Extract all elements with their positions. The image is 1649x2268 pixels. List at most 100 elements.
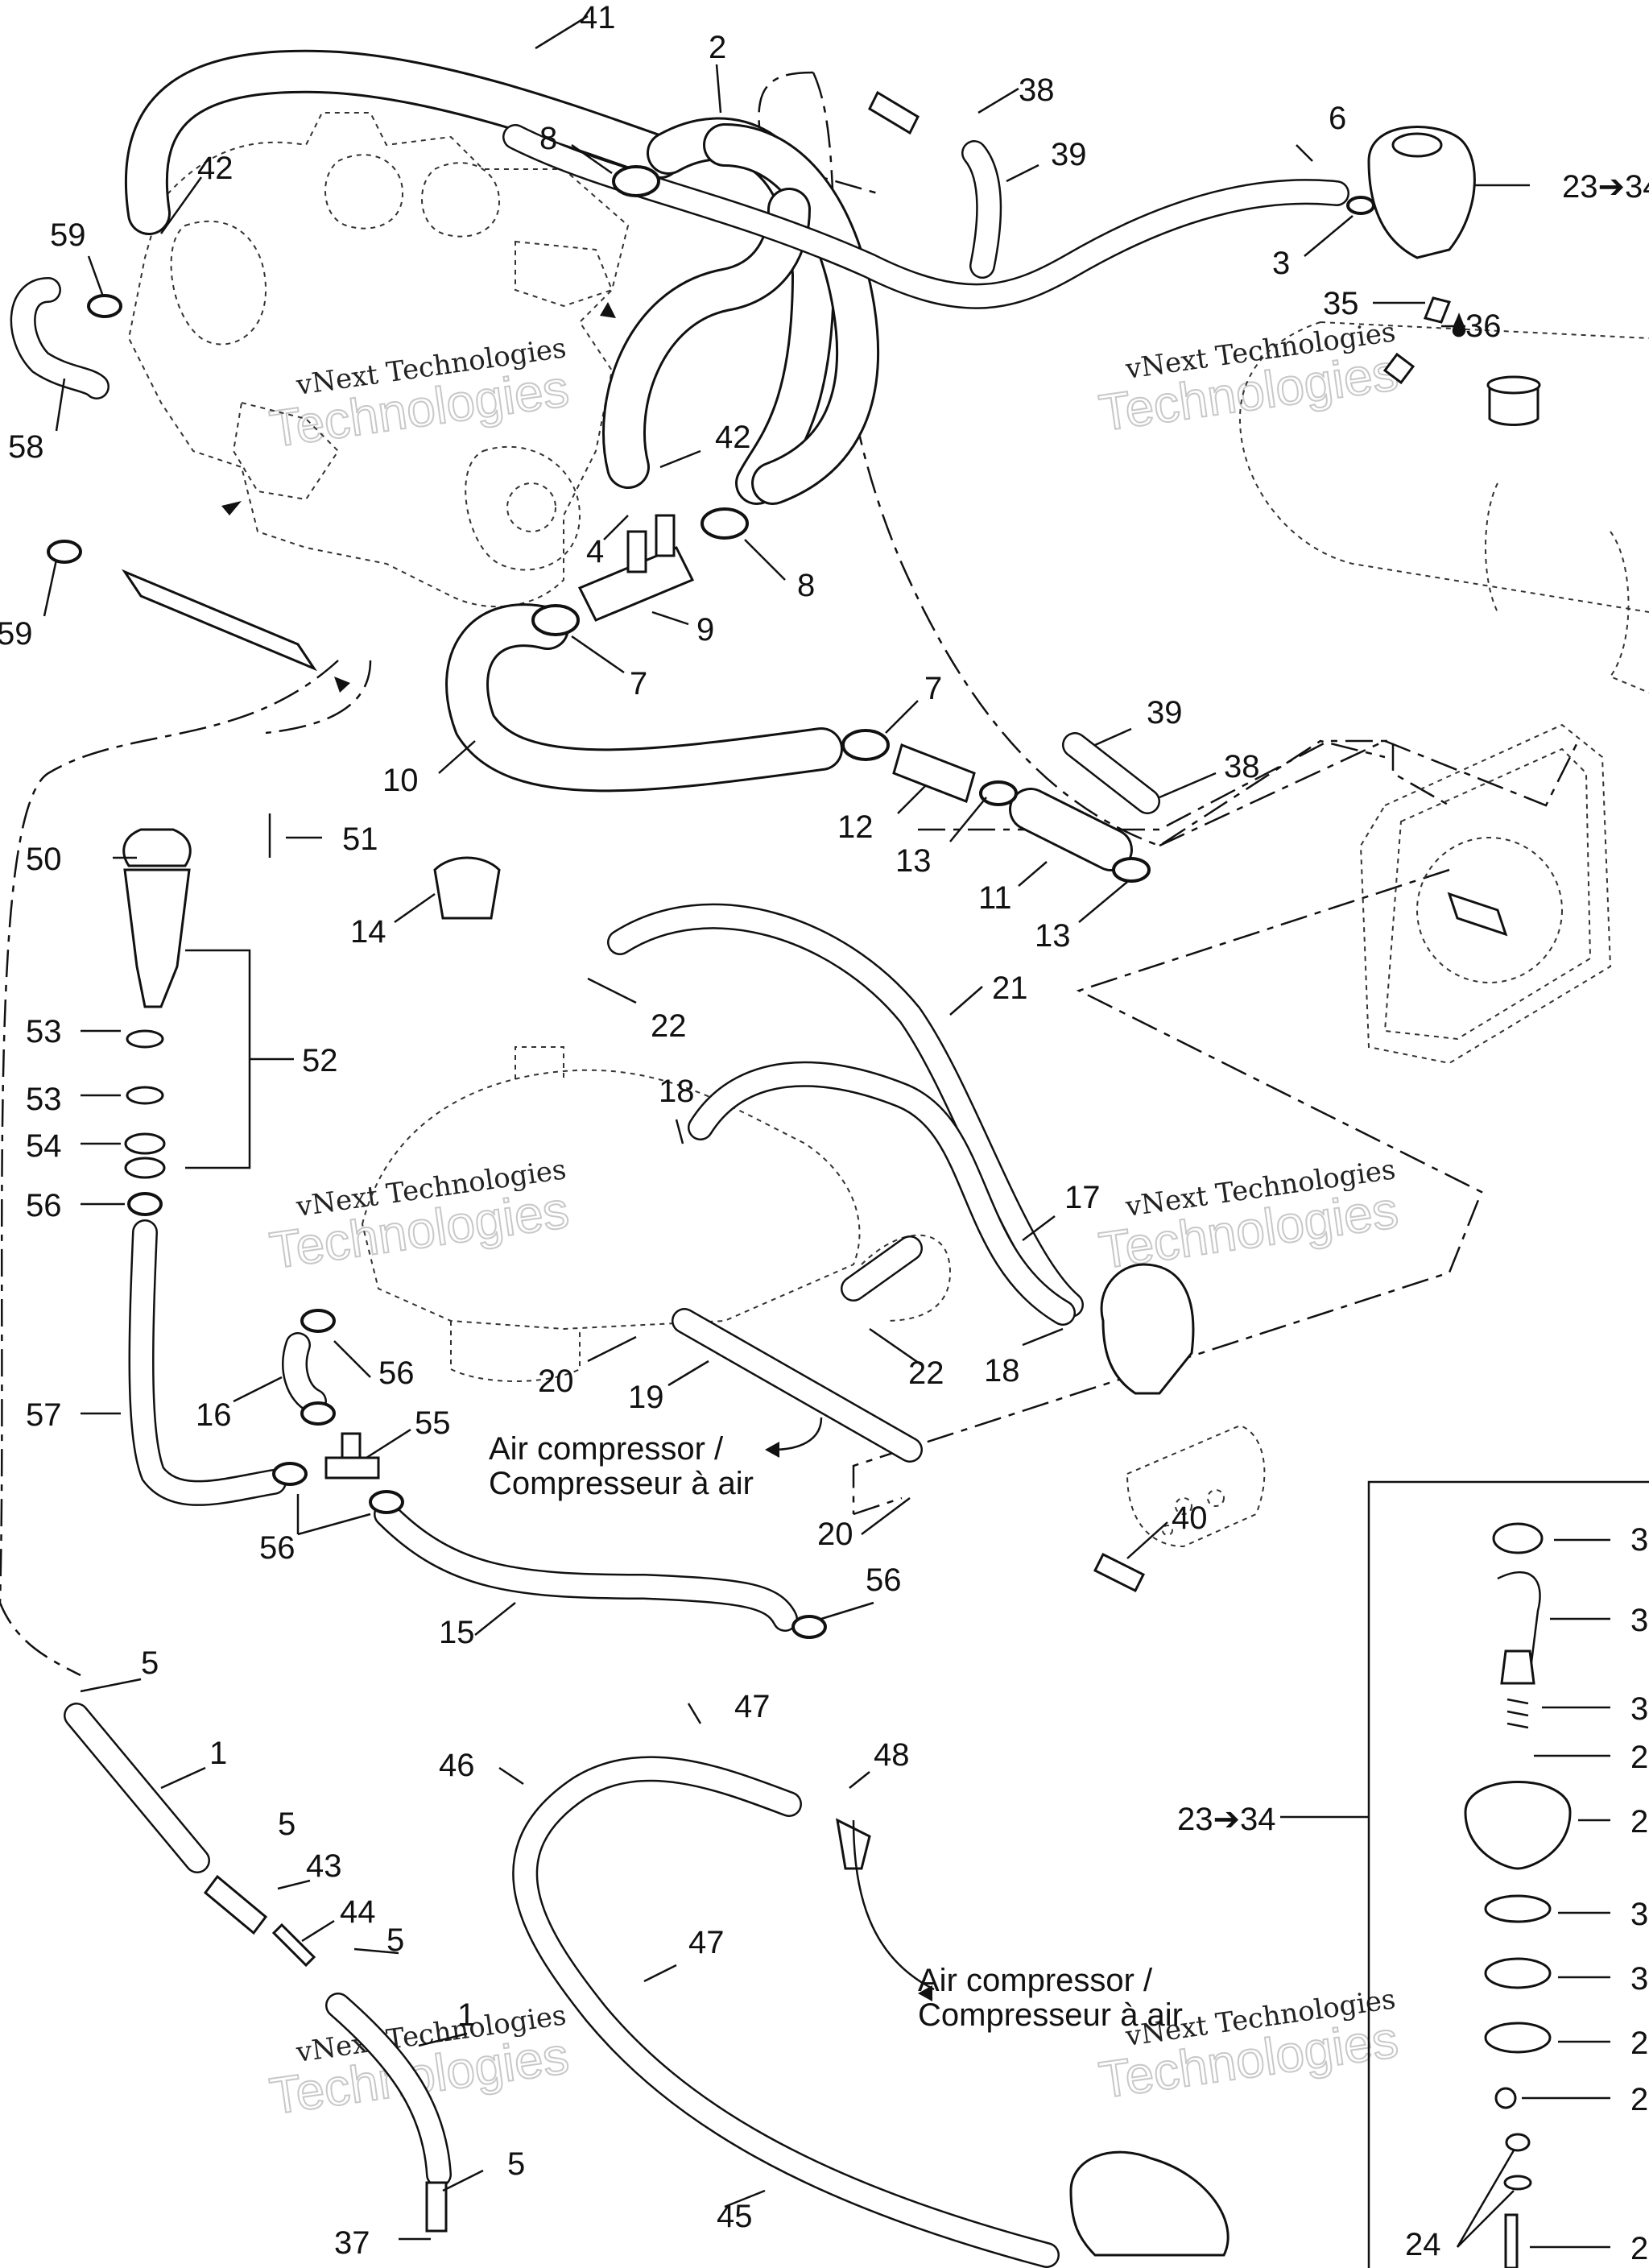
- part-label: 46: [439, 1748, 475, 1783]
- oil-tank: [361, 1046, 952, 1382]
- part-label: 24: [1405, 2227, 1441, 2262]
- part-label: 38: [1224, 749, 1260, 784]
- part-label: 3: [1272, 246, 1290, 281]
- part-label: 12: [837, 809, 874, 845]
- part-label: 56: [26, 1188, 62, 1223]
- part-label: 20: [538, 1364, 574, 1399]
- filler-neck-52: [123, 868, 191, 1008]
- muffler: [1238, 321, 1649, 693]
- part-label: 11: [978, 880, 1012, 916]
- part-label: 42: [197, 151, 234, 186]
- arrow-icon: [334, 677, 350, 693]
- part-label: 48: [874, 1737, 910, 1773]
- t-fitting-branch: [341, 1432, 362, 1459]
- fitting-44: [271, 1922, 316, 1968]
- oil-drop-icon: [1452, 312, 1466, 337]
- part-label: 20: [817, 1517, 853, 1552]
- nipple-38: [868, 90, 920, 135]
- part-label: 7: [630, 666, 647, 702]
- part-label: 37: [334, 2225, 370, 2261]
- part-label: 18: [659, 1074, 695, 1109]
- part-label: 2: [1630, 1740, 1648, 1775]
- part-label: 59: [50, 217, 86, 253]
- part-label: 43: [306, 1848, 342, 1884]
- clamp-56: [300, 1401, 336, 1426]
- part-label: 3: [1630, 1961, 1648, 1997]
- part-label: 53: [26, 1082, 62, 1117]
- clamp-56: [369, 1490, 404, 1514]
- watermarks: Technologies vNext Technologies Technolo…: [266, 316, 1403, 2126]
- part-label: 17: [1064, 1180, 1101, 1215]
- hoses: [10, 49, 1349, 2268]
- part-label: 23➔34: [1562, 169, 1649, 205]
- part-label: 13: [1035, 918, 1071, 954]
- note-air-compressor: Air compressor /: [918, 1963, 1153, 1998]
- watermark: Technologies vNext Technologies: [1095, 1153, 1403, 1281]
- reservoir-cap: [1391, 132, 1443, 158]
- clamp-7: [841, 729, 890, 761]
- arrow-icon: [918, 1985, 932, 2001]
- part-label: 5: [507, 2146, 525, 2182]
- part-label: 10: [382, 763, 419, 798]
- clamp-59: [87, 294, 122, 318]
- part-label: 2: [1630, 2026, 1648, 2061]
- part-label: 6: [1329, 101, 1346, 136]
- clamp-59: [47, 540, 82, 564]
- part-label: 9: [696, 612, 714, 648]
- filler-cap-50: [122, 828, 192, 867]
- part-label: 19: [628, 1380, 664, 1415]
- clamp-8: [701, 507, 749, 540]
- part-label: 53: [26, 1014, 62, 1049]
- oil-reservoir: [1100, 1263, 1195, 1395]
- watermark: Technologies vNext Technologies: [266, 332, 573, 459]
- part-label: 56: [378, 1355, 415, 1391]
- part-label: 5: [386, 1922, 404, 1958]
- part-label: 15: [439, 1615, 475, 1650]
- part-label: 3: [1630, 1522, 1648, 1558]
- clip-14: [433, 856, 501, 920]
- clamp-7: [531, 604, 580, 636]
- part-label: 21: [992, 971, 1028, 1006]
- notes: Air compressor / Compresseur à air Air c…: [489, 1431, 1183, 2033]
- part-label: 16: [196, 1397, 232, 1433]
- watermark: Technologies vNext Technologies: [1095, 316, 1403, 443]
- part-label: 39: [1051, 137, 1087, 172]
- fitting-12: [892, 743, 976, 803]
- t-fitting-branch: [626, 530, 647, 573]
- part-label: 3: [1630, 1603, 1648, 1638]
- o-ring-53: [126, 1086, 164, 1105]
- part-label: 2: [1630, 2231, 1648, 2266]
- clamp-8: [612, 165, 660, 197]
- note-air-compressor: Compresseur à air: [489, 1466, 754, 1501]
- clamp-13: [979, 780, 1018, 806]
- part-label: 59: [0, 616, 33, 652]
- part-label: 1: [457, 1997, 475, 2033]
- watermark: Technologies vNext Technologies: [266, 1153, 573, 1281]
- part-label: 22: [651, 1008, 687, 1044]
- part-label: 5: [278, 1807, 295, 1842]
- arrow-icon: [221, 501, 242, 515]
- part-label: 2: [1630, 1804, 1648, 1840]
- elbow-35: [1423, 296, 1452, 324]
- clamp-13: [1112, 857, 1151, 883]
- part-label: 4: [586, 534, 604, 569]
- part-label: 45: [717, 2199, 753, 2234]
- pump-plate: [1126, 1424, 1266, 1548]
- part-label: 3: [1630, 1897, 1648, 1932]
- nipple-40: [1093, 1552, 1146, 1593]
- part-label: 58: [8, 429, 44, 465]
- flow-paths: [0, 71, 1580, 1677]
- engine-block: [127, 112, 630, 608]
- part-label: 56: [259, 1530, 295, 1566]
- part-label: 1: [209, 1736, 227, 1771]
- clamp-56: [791, 1615, 827, 1639]
- part-label: 5: [141, 1645, 159, 1681]
- part-label: 35: [1323, 286, 1359, 321]
- clamp-56: [127, 1192, 163, 1216]
- note-air-compressor: Compresseur à air: [918, 1997, 1183, 2033]
- arrow-icon: [600, 302, 616, 318]
- part-label: 23➔34: [1177, 1802, 1276, 1837]
- part-label: 22: [908, 1355, 944, 1391]
